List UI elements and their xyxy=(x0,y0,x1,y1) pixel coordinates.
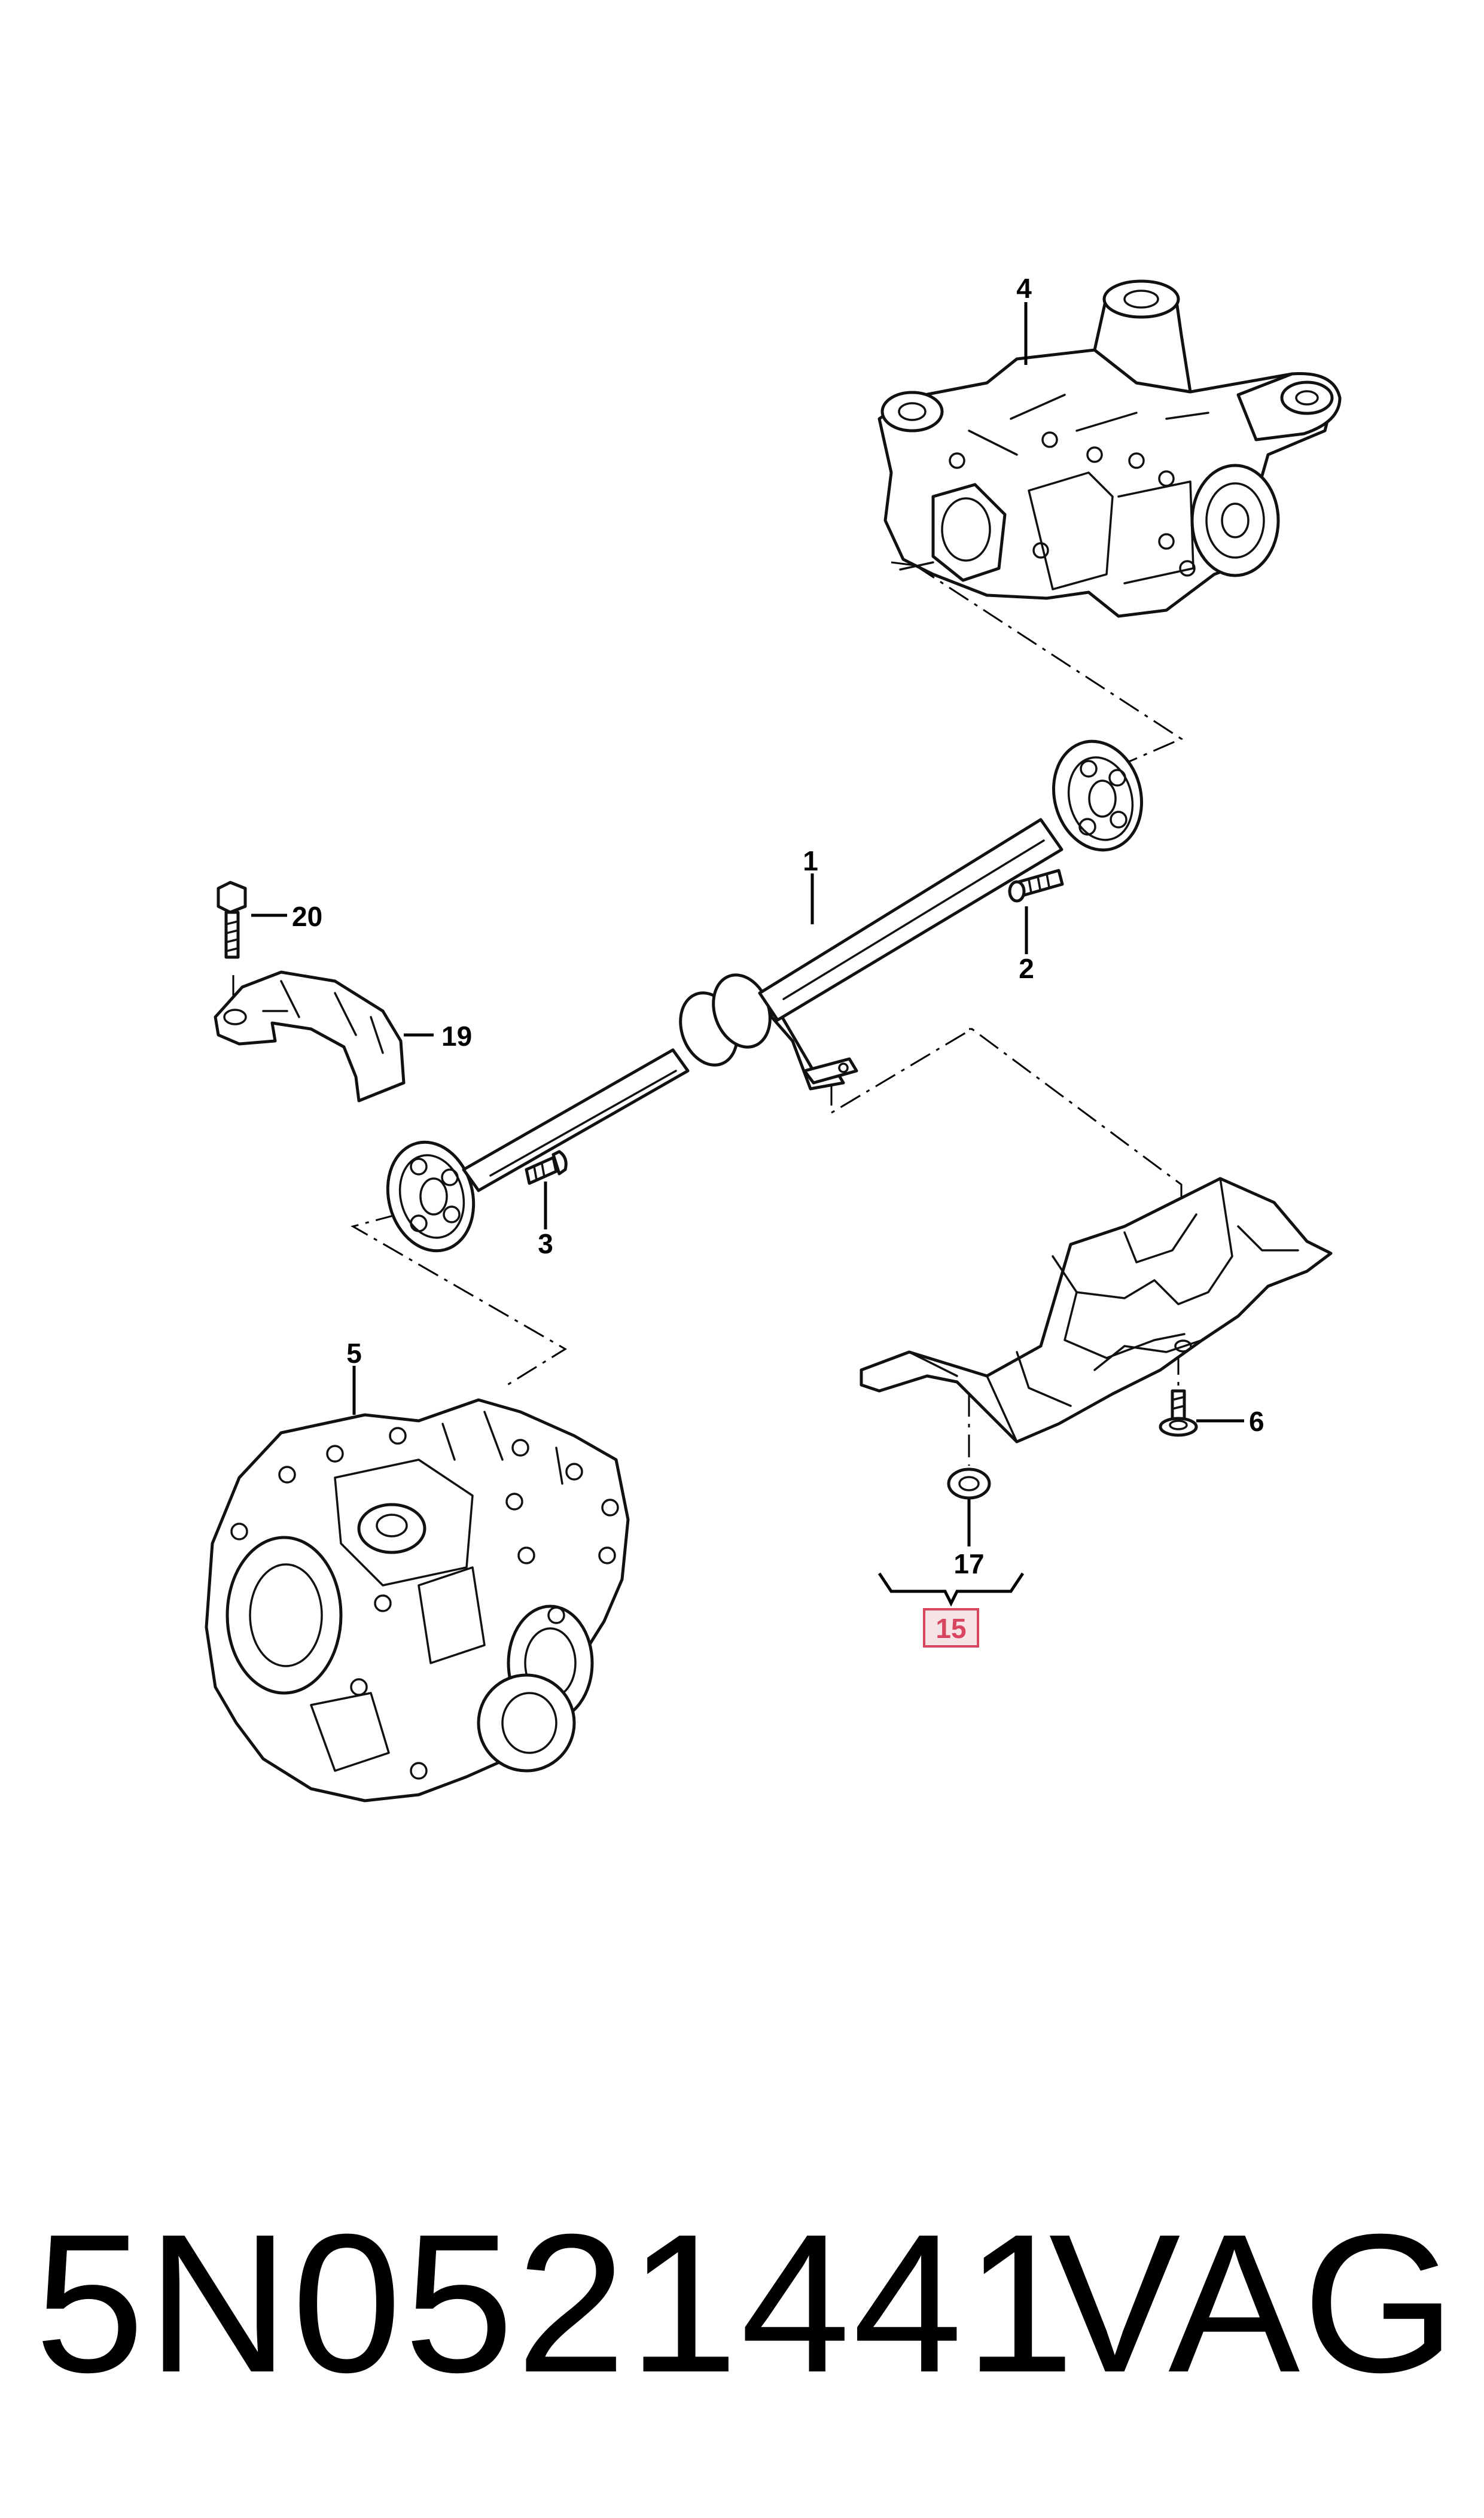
rear-differential-icon xyxy=(877,279,1342,618)
cover-plate-icon xyxy=(214,970,406,1103)
callout-3: 3 xyxy=(538,1228,553,1259)
gearbox-icon xyxy=(205,1398,630,1803)
callout-19: 19 xyxy=(441,1021,472,1052)
callout-15-highlight-box[interactable] xyxy=(923,1608,979,1648)
propeller-shaft-icon xyxy=(386,739,1144,1253)
bolt-6-icon xyxy=(1159,1389,1198,1437)
callout-15[interactable]: 15 xyxy=(936,1613,966,1644)
callout-2: 2 xyxy=(1019,953,1034,984)
brand-label: VAG xyxy=(1049,2193,1458,2413)
callout-17: 17 xyxy=(953,1548,984,1579)
callout-6: 6 xyxy=(1249,1406,1264,1437)
callout-1: 1 xyxy=(803,845,818,876)
callouts: 1 2 3 4 5 6 17 19 20 15 xyxy=(292,273,1264,1648)
callout-4: 4 xyxy=(1016,273,1032,304)
callout-20: 20 xyxy=(292,901,322,932)
bolt-20-icon xyxy=(217,881,247,959)
bolt-3-icon xyxy=(525,1150,568,1185)
part-number: 5N0521441 xyxy=(35,2193,1077,2413)
heat-shield-icon xyxy=(860,1177,1333,1444)
bolt-2-icon xyxy=(1008,869,1064,903)
callout-5: 5 xyxy=(346,1338,362,1369)
leader-lines xyxy=(251,302,1244,1607)
washer-17-icon xyxy=(947,1467,991,1500)
part-caption: 5N0521441 VAG xyxy=(35,2190,1458,2417)
